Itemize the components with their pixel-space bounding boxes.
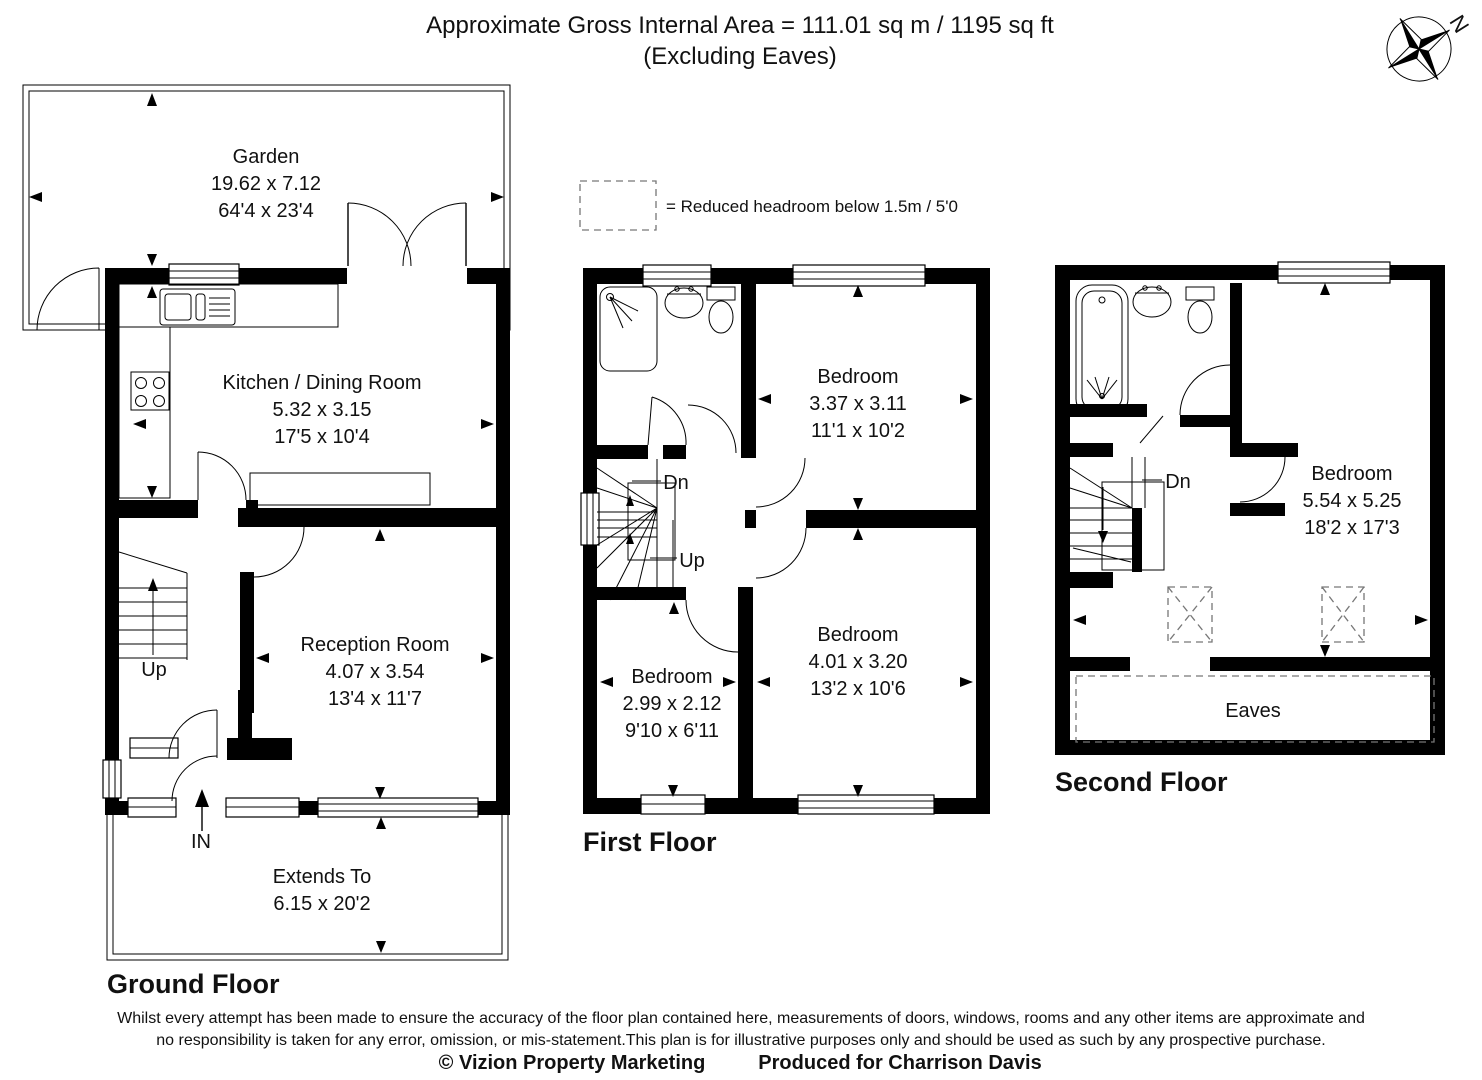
- bedroom-left-metric: 2.99 x 2.12: [623, 693, 722, 715]
- porch-front-window-2: [225, 797, 300, 818]
- kitchen-window: [168, 263, 240, 286]
- page-subtitle: (Excluding Eaves): [643, 43, 836, 70]
- garden-french-doors: [347, 202, 467, 267]
- bedroom-left-window: [640, 794, 706, 815]
- first-floor-door-arcs: [647, 396, 807, 653]
- bedroom-top-imperial: 11'1 x 10'2: [811, 420, 905, 442]
- first-stairs-up-label: Up: [679, 550, 705, 572]
- second-bedroom-label: Bedroom: [1311, 463, 1392, 485]
- shower-icon: [599, 286, 658, 372]
- garden-gate-door-arc: [36, 267, 100, 331]
- extends-dim: 6.15 x 20'2: [273, 893, 370, 915]
- first-floor-title: First Floor: [583, 827, 717, 857]
- ground-floor-body: [105, 268, 510, 815]
- legend-text: = Reduced headroom below 1.5m / 5'0: [666, 197, 958, 216]
- second-floor-walls: [1055, 265, 1445, 755]
- hob-icon: [130, 371, 170, 411]
- compass-north-label: N: [1444, 10, 1474, 37]
- credit-right: Produced for Charrison Davis: [758, 1052, 1041, 1074]
- landing-window: [580, 492, 600, 546]
- bedroom-top-metric: 3.37 x 3.11: [809, 393, 906, 415]
- extends-outline: [106, 815, 509, 961]
- second-bedroom-imperial: 18'2 x 17'3: [1304, 517, 1400, 539]
- second-floor-door-arcs: [1139, 364, 1286, 503]
- extends-label: Extends To: [273, 866, 372, 888]
- disclaimer-line-1: Whilst every attempt has been made to en…: [117, 1010, 1365, 1027]
- kitchen-sink-icon: [159, 288, 236, 326]
- sink-icon: [664, 286, 704, 319]
- second-bedroom-window: [1277, 261, 1391, 284]
- bedroom-left-label: Bedroom: [631, 666, 712, 688]
- porch-side-window: [102, 759, 122, 799]
- second-stairs: [1069, 457, 1165, 571]
- toilet-icon: [706, 286, 736, 334]
- eaves-label: Eaves: [1225, 700, 1281, 722]
- second-floor-title: Second Floor: [1055, 767, 1228, 797]
- kitchen-counter: [118, 283, 339, 499]
- eaves-outline: [1075, 675, 1435, 743]
- reduced-headroom-box-1: [1167, 586, 1213, 643]
- second-dim-arrows: [1073, 283, 1428, 657]
- ground-floor-plan: Garden 19.62 x 7.12 64'4 x 23'4: [22, 84, 511, 999]
- garden-label: Garden: [233, 146, 300, 168]
- first-dim-arrows: [600, 285, 973, 797]
- porch-hall-window: [129, 737, 179, 759]
- bedroom-left-imperial: 9'10 x 6'11: [625, 720, 719, 742]
- front-door-arc: [171, 755, 218, 802]
- reduced-headroom-box-2: [1321, 586, 1365, 643]
- bathroom-window: [642, 264, 712, 287]
- entrance-label: IN: [191, 831, 211, 853]
- reduced-headroom-swatch: [579, 180, 657, 231]
- page-title: Approximate Gross Internal Area = 111.01…: [426, 12, 1054, 39]
- bath-icon: [1075, 284, 1129, 416]
- ground-stairs: [118, 551, 188, 660]
- garden-dim-imperial: 64'4 x 23'4: [218, 200, 314, 222]
- bedroom-top-window: [792, 264, 926, 287]
- first-stairs-dn-label: Dn: [663, 472, 689, 494]
- hall-door-arc: [168, 709, 218, 759]
- kitchen-unit: [249, 472, 431, 506]
- first-floor-plan: Dn Up Bedroom 3.37 x 3.11 11'1 x 10'2 Be…: [580, 264, 990, 857]
- first-stairs: [596, 459, 677, 601]
- kitchen-label: Kitchen / Dining Room: [223, 372, 422, 394]
- second-stairs-dn-label: Dn: [1165, 471, 1191, 493]
- ground-floor-windows: [102, 263, 479, 818]
- compass-icon: N: [1386, 10, 1474, 82]
- bedroom-right-imperial: 13'2 x 10'6: [810, 678, 906, 700]
- kitchen-dim-metric: 5.32 x 3.15: [273, 399, 372, 421]
- ground-floor-title: Ground Floor: [107, 969, 280, 999]
- entrance-arrow-icon: [195, 789, 209, 831]
- porch-front-window-1: [127, 797, 177, 818]
- credit-left: © Vizion Property Marketing: [439, 1052, 706, 1074]
- bedroom-right-metric: 4.01 x 3.20: [809, 651, 908, 673]
- reception-door-arc: [253, 526, 305, 578]
- bedroom-right-window: [797, 794, 935, 815]
- kitchen-dim-imperial: 17'5 x 10'4: [274, 426, 370, 448]
- sink-icon-second: [1132, 285, 1172, 318]
- reception-front-window: [317, 797, 479, 818]
- reception-dim-metric: 4.07 x 3.54: [326, 661, 425, 683]
- first-floor-windows: [580, 264, 935, 815]
- disclaimer-line-2: no responsibility is taken for any error…: [156, 1032, 1325, 1049]
- garden-dim-metric: 19.62 x 7.12: [211, 173, 321, 195]
- ground-stairs-up-label: Up: [141, 659, 167, 681]
- toilet-icon-second: [1185, 286, 1215, 334]
- reception-dim-imperial: 13'4 x 11'7: [328, 688, 422, 710]
- footer: Whilst every attempt has been made to en…: [117, 1010, 1365, 1074]
- bedroom-right-label: Bedroom: [817, 624, 898, 646]
- second-bedroom-metric: 5.54 x 5.25: [1303, 490, 1402, 512]
- second-floor-plan: Dn Eaves Bedroom 5.54 x 5.25 18'2 x 17'3…: [1055, 261, 1445, 797]
- reception-label: Reception Room: [301, 634, 450, 656]
- reduced-headroom-legend: = Reduced headroom below 1.5m / 5'0: [579, 180, 958, 231]
- ground-dim-arrows: [29, 93, 504, 953]
- kitchen-door-arc: [197, 451, 247, 501]
- bedroom-top-label: Bedroom: [817, 366, 898, 388]
